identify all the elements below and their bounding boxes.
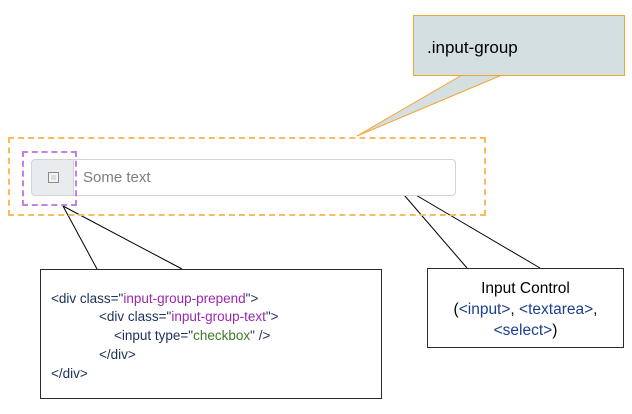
code-line-2-pre: <div class=" <box>99 309 172 324</box>
tag-select: <select> <box>493 322 553 339</box>
input-control-tags-line2: <select>) <box>428 320 623 341</box>
text-input[interactable] <box>73 159 456 196</box>
code-callout-pointer-right <box>62 205 183 270</box>
input-control-title: Input Control <box>481 280 570 297</box>
separator-1: , <box>510 301 520 318</box>
code-line-1-post: "> <box>245 291 259 306</box>
code-callout: <div class="input-group-prepend"> <div c… <box>40 269 382 399</box>
code-line-2-post: "> <box>265 309 279 324</box>
code-callout-pointer-left <box>62 205 98 270</box>
open-paren: ( <box>453 301 459 318</box>
code-line-1-string: input-group-prepend <box>123 291 246 306</box>
input-control-tags-line1: (<input>, <textarea>, <box>428 299 623 320</box>
input-control-callout: Input Control (<input>, <textarea>, <sel… <box>427 268 624 348</box>
code-line-3: <input type="checkbox" /> <box>114 326 270 345</box>
checkbox[interactable] <box>48 172 59 183</box>
code-line-5: </div> <box>51 366 88 381</box>
code-line-4: </div> <box>99 347 136 362</box>
group-callout-pointer <box>356 74 503 137</box>
code-line-1: <div class="input-group-prepend"> <box>51 289 258 308</box>
code-line-3-pre: <input type=" <box>114 328 194 343</box>
prepend-outline <box>22 151 77 206</box>
separator-2: , <box>593 301 598 318</box>
input-group-callout: .input-group <box>413 15 625 76</box>
tag-input: <input> <box>458 301 511 318</box>
input-group-callout-label: .input-group <box>427 38 518 57</box>
tag-textarea: <textarea> <box>519 301 594 318</box>
code-line-1-pre: <div class=" <box>51 291 124 306</box>
input-group-outline <box>8 137 486 216</box>
code-line-3-string: checkbox <box>193 328 251 343</box>
input-group-prepend <box>31 159 74 196</box>
code-line-2-string: input-group-text <box>171 309 266 324</box>
close-paren: ) <box>552 322 558 339</box>
code-line-3-post: " /> <box>250 328 271 343</box>
code-line-2: <div class="input-group-text"> <box>99 307 279 326</box>
